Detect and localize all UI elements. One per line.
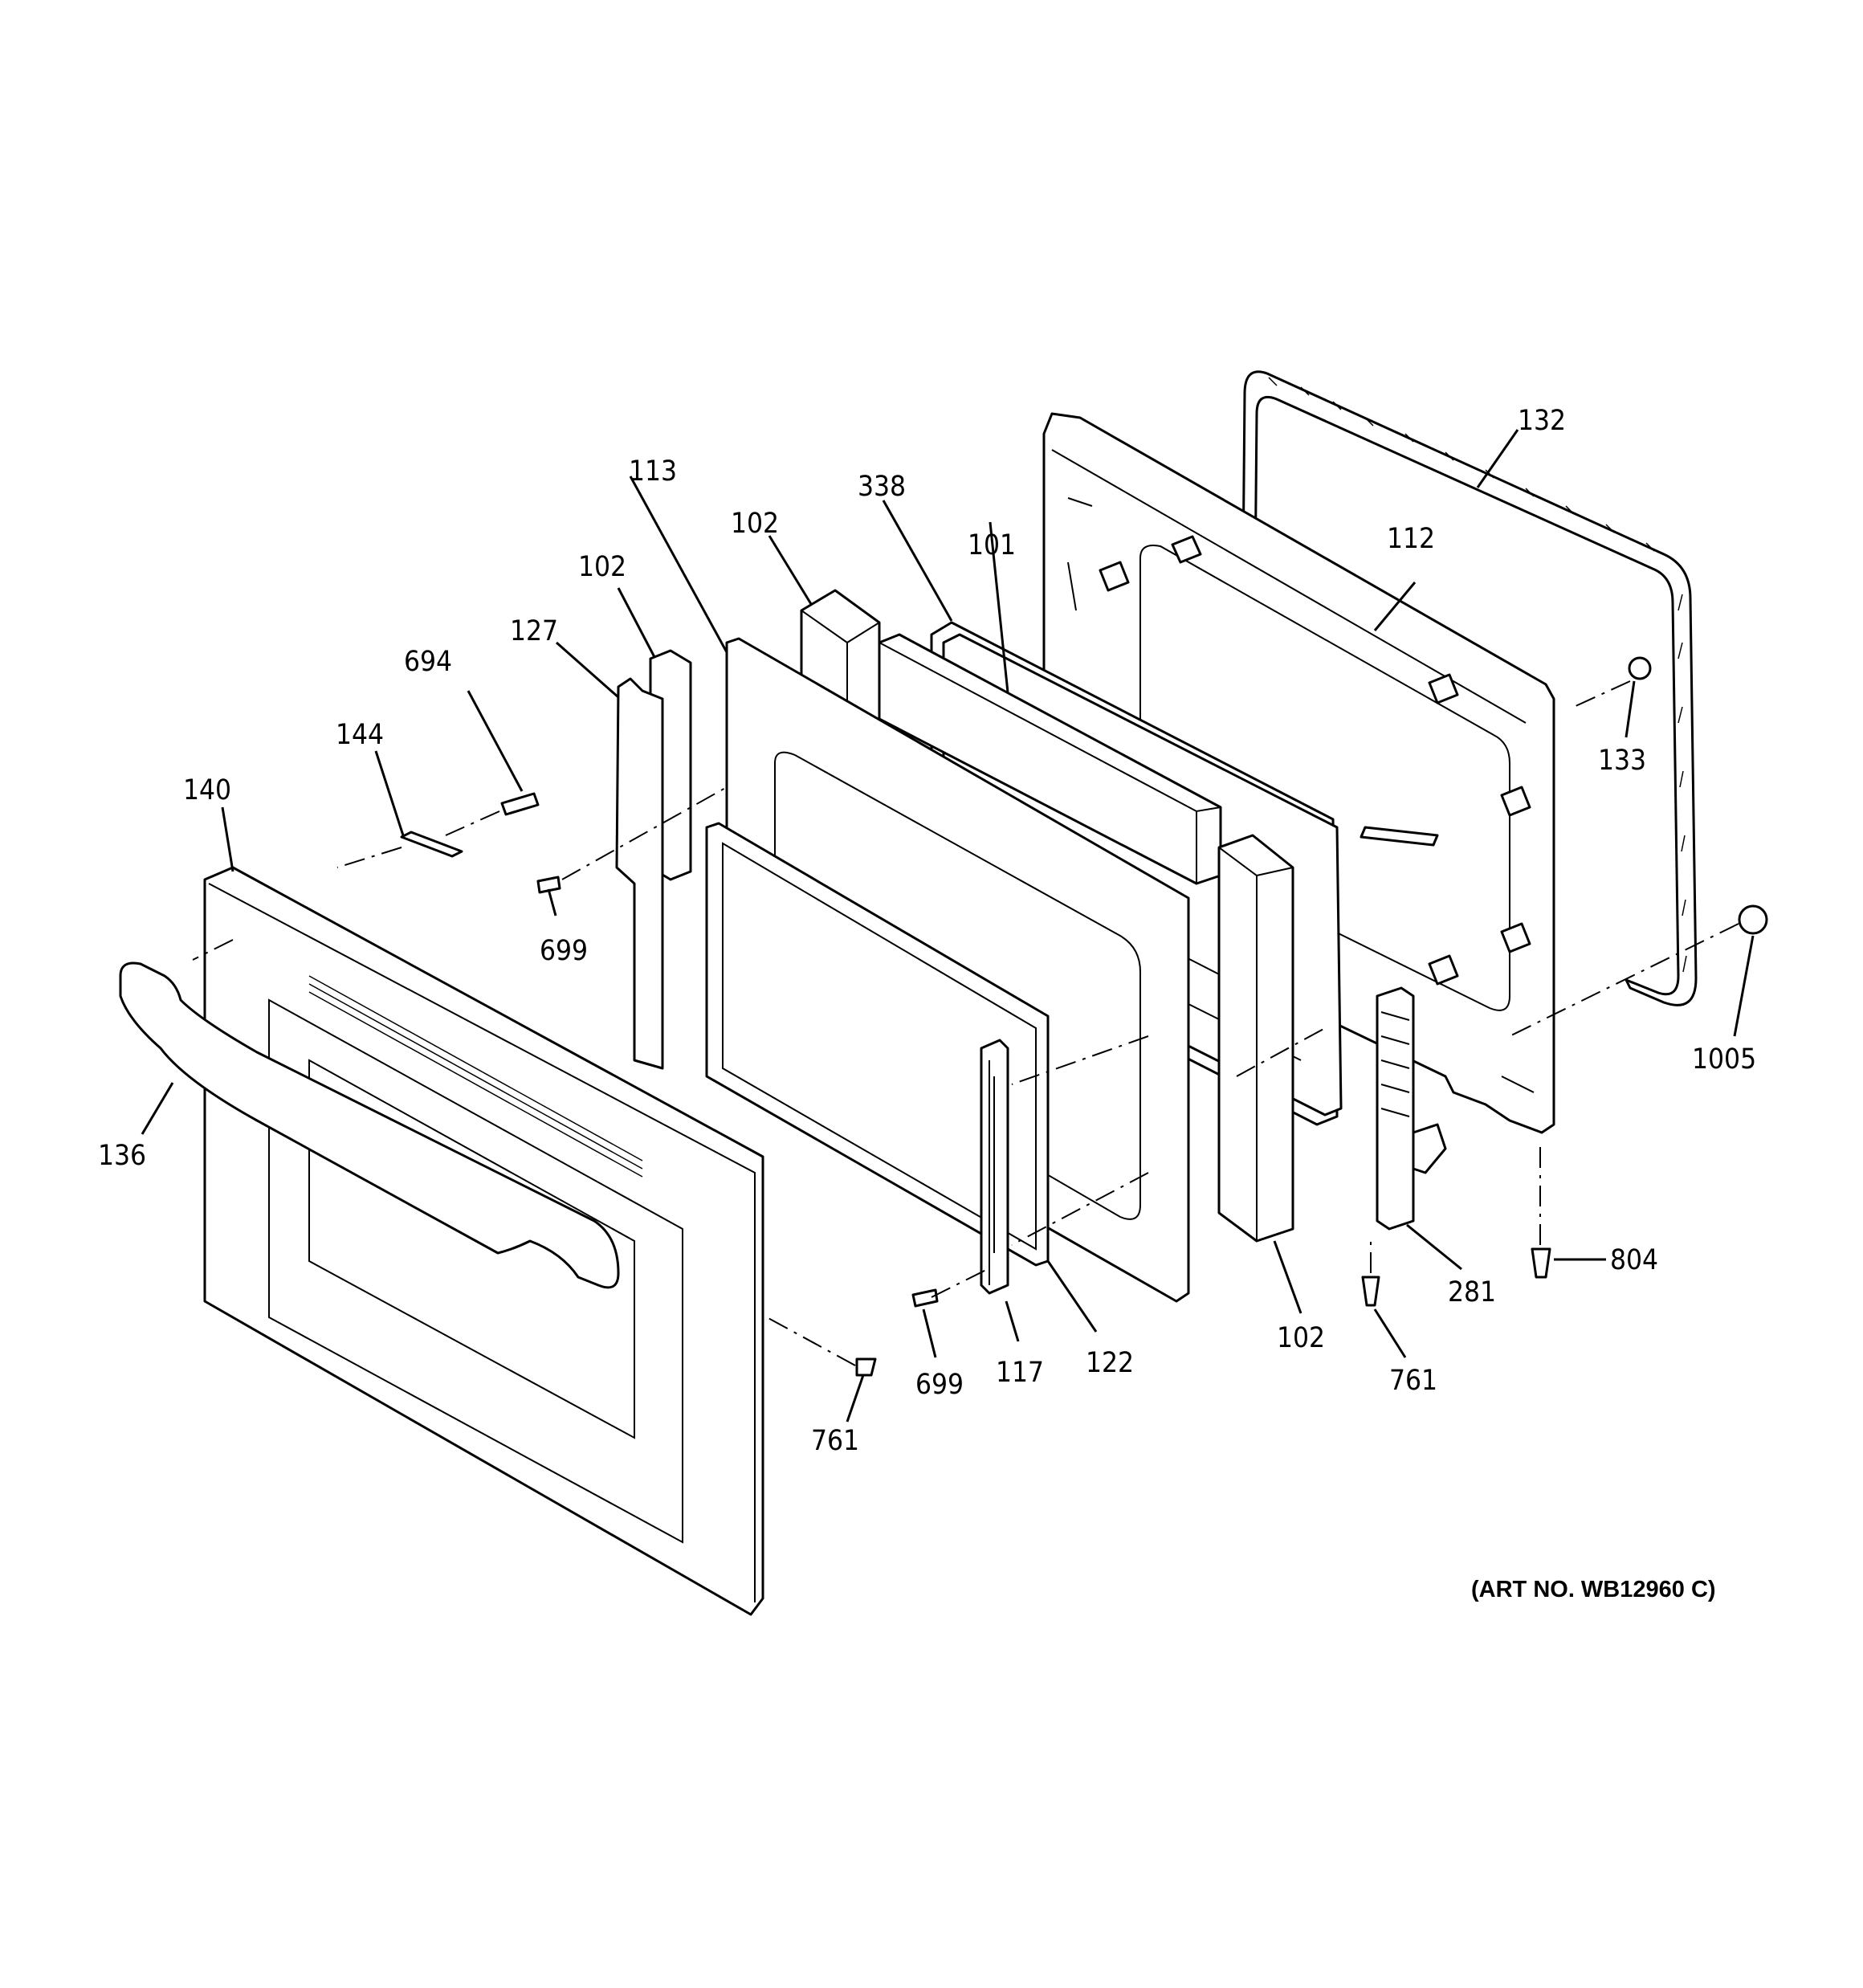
screw-761-right (1361, 1276, 1380, 1307)
callout-761-left: 761 (811, 1425, 859, 1457)
door-hinge (1376, 986, 1447, 1231)
door-handle (119, 961, 620, 1289)
screw-804 (1531, 1247, 1551, 1279)
callout-144: 144 (336, 719, 384, 751)
callout-labels: 132 112 133 1005 804 281 761 102 338 101… (98, 405, 1756, 1457)
hinge-bracket (980, 1039, 1009, 1295)
screw-761-left (855, 1357, 877, 1377)
callout-117: 117 (996, 1357, 1044, 1389)
callout-699-mid: 699 (915, 1369, 964, 1401)
callout-140: 140 (183, 774, 231, 806)
callout-102-mid: 102 (731, 508, 779, 540)
callout-761-right: 761 (1389, 1365, 1437, 1397)
callout-132: 132 (1518, 405, 1566, 437)
callout-112: 112 (1387, 523, 1435, 555)
callout-1005: 1005 (1692, 1043, 1756, 1076)
art-number: (ART NO. WB12960 C) (1471, 1577, 1716, 1602)
callout-804: 804 (1610, 1244, 1658, 1276)
door-channel (615, 677, 664, 1070)
callout-127: 127 (510, 615, 558, 647)
leader-lines (141, 429, 1755, 1423)
screw-699-mid (911, 1288, 939, 1308)
callout-122: 122 (1086, 1347, 1134, 1379)
clip-144 (400, 831, 463, 858)
callout-694: 694 (404, 646, 452, 678)
screw-694 (500, 792, 540, 816)
callout-102-right: 102 (1277, 1322, 1325, 1354)
callout-281: 281 (1448, 1276, 1496, 1308)
screw-699-left (536, 876, 561, 894)
callout-699-left: 699 (540, 935, 588, 967)
insulation-strip-right (1217, 834, 1294, 1243)
assembly-lines (192, 680, 1739, 1366)
callout-101: 101 (968, 529, 1016, 561)
callout-136: 136 (98, 1140, 146, 1172)
callout-102-left: 102 (578, 551, 626, 583)
callout-338: 338 (858, 471, 906, 503)
bumper-1005 (1738, 904, 1768, 935)
callout-133: 133 (1598, 745, 1646, 777)
callout-113: 113 (629, 455, 677, 488)
bumper-133 (1628, 656, 1652, 680)
